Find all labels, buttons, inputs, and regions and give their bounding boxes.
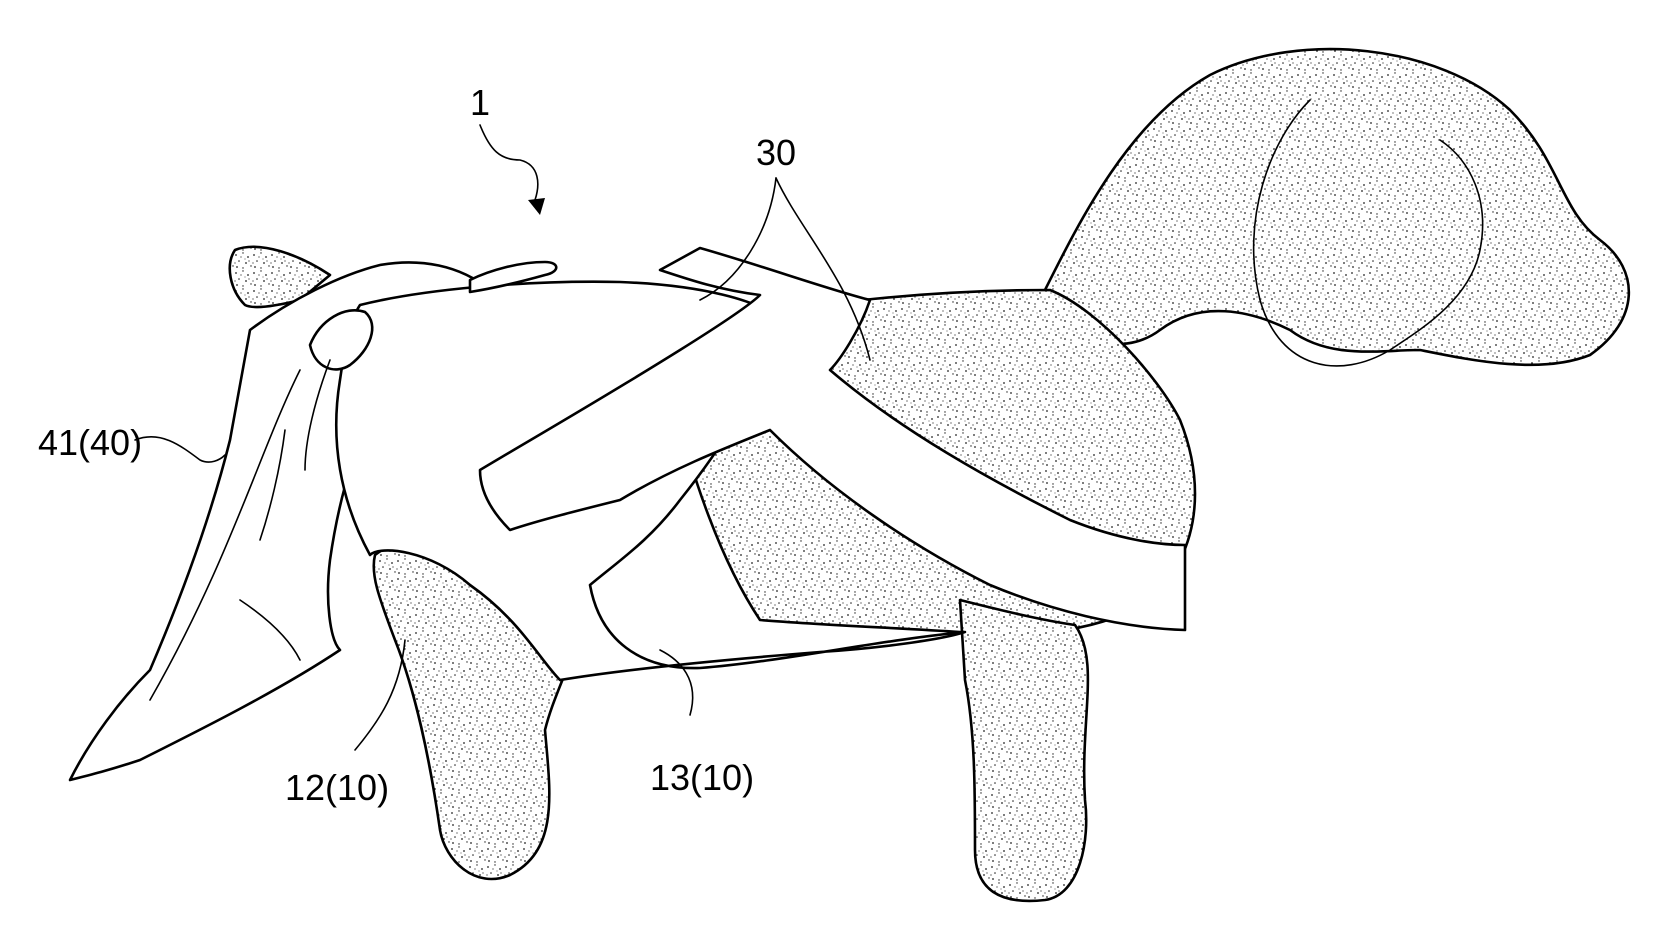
flap-fold-line-2	[239, 599, 301, 661]
flap-fold-line-3	[259, 429, 286, 541]
arrow-1-head	[528, 198, 545, 215]
label-ref-30: 30	[756, 132, 796, 173]
label-ref-1: 1	[470, 82, 490, 123]
leader-1	[479, 124, 539, 201]
label-ref-41: 41(40)	[38, 422, 142, 463]
leader-lines	[134, 124, 871, 751]
strap-30	[478, 246, 1187, 632]
dog-ear	[1252, 99, 1484, 367]
label-ref-13: 13(10)	[650, 757, 754, 798]
leader-30-a	[699, 177, 777, 301]
tail-opening	[308, 309, 374, 371]
strap-tab	[468, 260, 558, 294]
flap-fold-line-4	[304, 359, 331, 471]
dog-head	[1043, 47, 1631, 367]
leader-41	[134, 435, 226, 463]
leader-30-b	[775, 177, 871, 361]
label-ref-12: 12(10)	[285, 767, 389, 808]
dog-tail	[228, 245, 332, 309]
dog-front-leg	[958, 598, 1090, 903]
flap-fold-line	[149, 369, 301, 701]
garment	[68, 246, 1187, 782]
leader-12	[354, 639, 406, 751]
leader-13	[659, 649, 694, 716]
